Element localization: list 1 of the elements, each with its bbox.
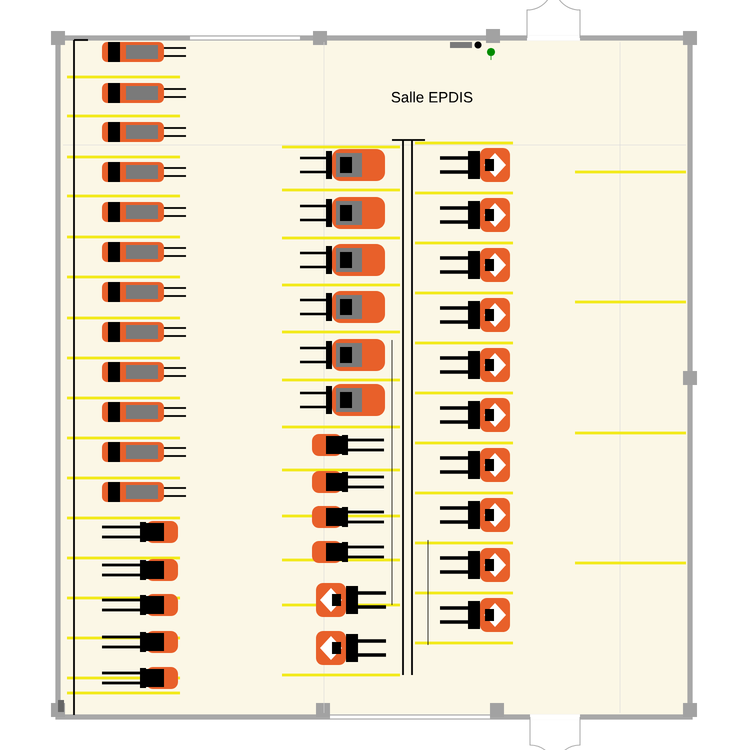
room-label: Salle EPDIS bbox=[392, 92, 472, 102]
